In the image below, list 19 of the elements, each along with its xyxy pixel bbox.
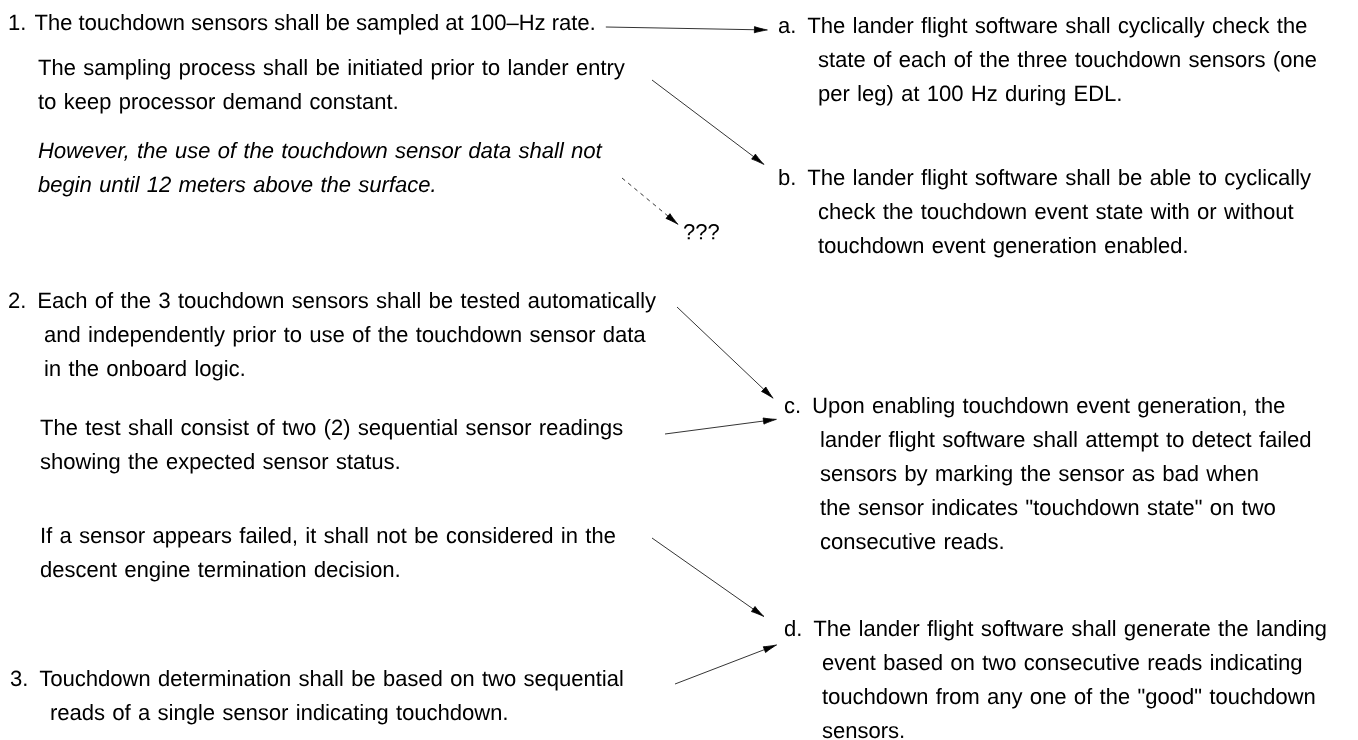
requirement-text: b. The lander flight software shall be able to cyclically check the touchdown event state with or without touchdown event generation enabled.	[779, 169, 1311, 258]
requirement-text: The test shall consist of two (2) sequential sensor readings showing the expected sensor status.	[40, 419, 623, 474]
requirement-text: 1. The touchdown sensors shall be sampled at 100–Hz rate.	[9, 14, 594, 35]
arrow	[664, 417, 777, 435]
requirement-text: c. Upon enabling touchdown event generation, the lander flight software shall attempt to detect failed sensors by marking the sensor as bad when the sensor indicates "touchdown state" on two consecutive reads.	[784, 397, 1311, 550]
arrow	[674, 644, 777, 685]
requirement-text: a. The lander flight software shall cyclically check the state of each of the three touchdown sensors (one per leg) at 100 Hz during EDL.	[778, 17, 1316, 106]
arrow	[676, 306, 774, 399]
requirement-text: If a sensor appears failed, it shall not be considered in the descent engine termination decision.	[40, 527, 615, 582]
requirement-text: 2. Each of the 3 touchdown sensors shall be tested automatically and independently prior to use of the touchdown sensor data in the onboard logic.	[9, 292, 656, 381]
dashed-arrow	[621, 177, 679, 225]
arrow	[605, 26, 768, 34]
requirement-text: The sampling process shall be initiated prior to lander entry to keep processor demand constant.	[38, 59, 625, 114]
requirement-text: d. The lander flight software shall generate the landing event based on two consecutive reads indicating touchdown from any one of the "good" touchdown sensors.	[784, 620, 1326, 739]
question-marks: ???	[683, 224, 719, 240]
requirement-text: However, the use of the touchdown sensor data shall not begin until 12 meters above the surface.	[38, 142, 603, 197]
requirement-text: 3. Touchdown determination shall be based on two sequential reads of a single sensor indicating touchdown.	[10, 670, 623, 725]
arrow	[651, 537, 765, 617]
arrow	[651, 79, 765, 165]
